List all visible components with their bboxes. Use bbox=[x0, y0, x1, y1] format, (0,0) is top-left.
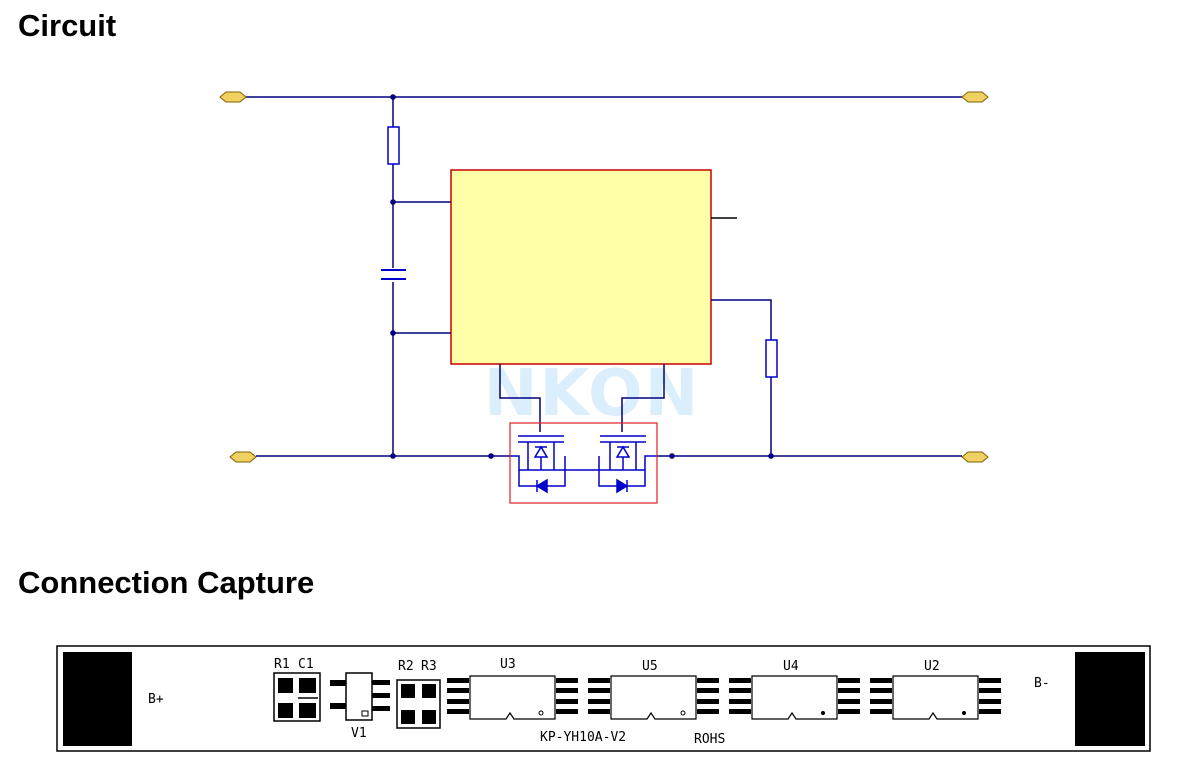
footprint-v1 bbox=[330, 672, 390, 721]
footprint-u5 bbox=[588, 675, 719, 720]
terminal-bottom-right bbox=[961, 451, 989, 463]
footprint-u2 bbox=[870, 675, 1001, 720]
circuit-heading: Circuit bbox=[18, 8, 117, 43]
junction-dots bbox=[390, 94, 774, 459]
terminals bbox=[219, 91, 989, 463]
ic-vm-wire bbox=[711, 299, 772, 456]
pcb-board-outline bbox=[56, 645, 1151, 752]
connection-capture-heading: Connection Capture bbox=[18, 565, 315, 600]
label-u4: U4 bbox=[783, 659, 799, 674]
ic-dout-wire bbox=[499, 364, 541, 432]
protection-ic bbox=[450, 169, 712, 365]
pad-negative bbox=[1075, 652, 1145, 746]
mosfet-q1 bbox=[512, 435, 566, 494]
label-r3: R3 bbox=[421, 659, 437, 674]
label-u3: U3 bbox=[500, 657, 516, 672]
label-b-plus: B+ bbox=[148, 692, 164, 707]
label-c1: C1 bbox=[298, 657, 314, 672]
pad-positive bbox=[63, 652, 132, 746]
label-v1: V1 bbox=[351, 726, 367, 741]
label-u2: U2 bbox=[924, 659, 940, 674]
footprint-r1-c1 bbox=[273, 672, 321, 722]
mosfet-q2 bbox=[598, 435, 656, 494]
circuit-schematic: NKON bbox=[219, 91, 989, 504]
label-r2: R2 bbox=[398, 659, 414, 674]
terminal-bottom-left bbox=[229, 451, 257, 463]
dual-mosfet-package bbox=[509, 422, 658, 504]
resistor-r2 bbox=[765, 339, 778, 378]
label-u5: U5 bbox=[642, 659, 658, 674]
label-rohs: ROHS bbox=[694, 732, 725, 747]
watermark: NKON bbox=[484, 357, 700, 431]
footprint-r2-r3 bbox=[396, 679, 441, 729]
label-b-minus: B- bbox=[1034, 676, 1050, 691]
footprint-u3 bbox=[447, 675, 578, 720]
terminal-top-left bbox=[219, 91, 247, 103]
ic-cout-wire bbox=[621, 364, 665, 432]
resistor-r1 bbox=[387, 126, 400, 165]
label-r1: R1 bbox=[274, 657, 290, 672]
label-board-id: KP-YH10A-V2 bbox=[540, 730, 626, 745]
capacitor-c1 bbox=[380, 268, 407, 282]
footprint-u4 bbox=[729, 675, 860, 720]
terminal-top-right bbox=[961, 91, 989, 103]
